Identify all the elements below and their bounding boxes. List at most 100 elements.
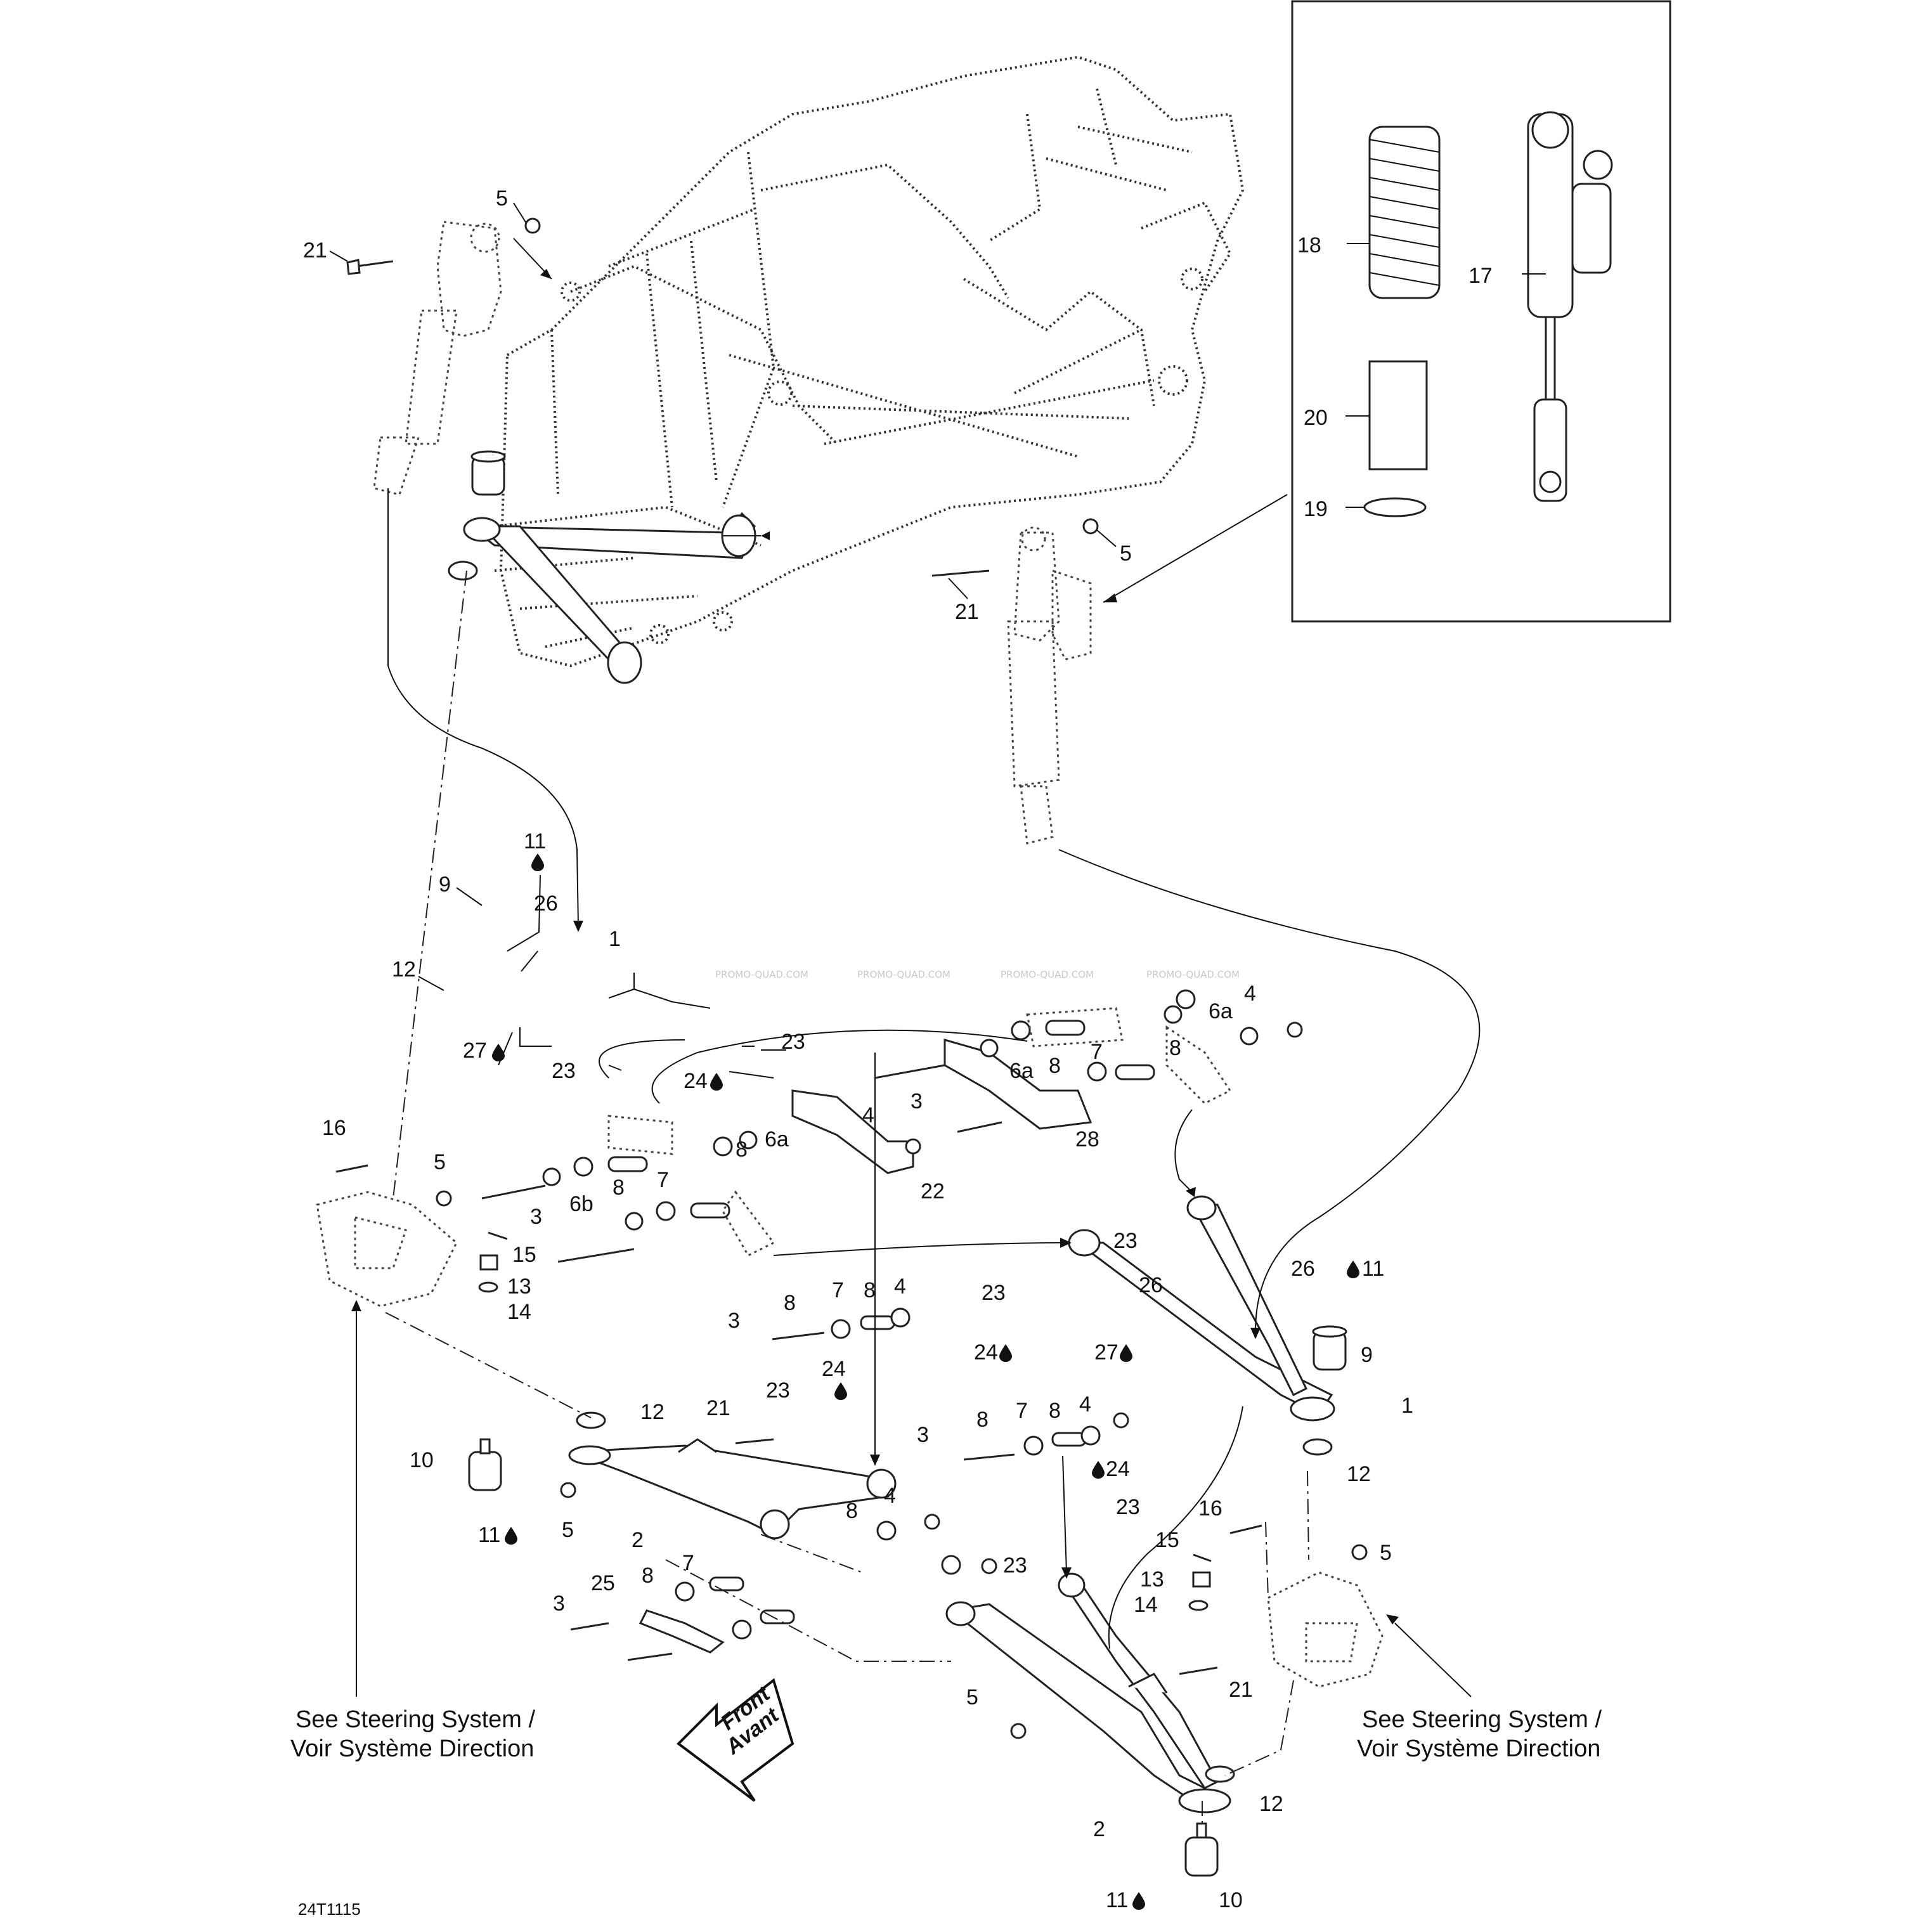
figure-code: 24T1115 — [298, 1900, 361, 1919]
vehicle-frame — [494, 55, 1245, 668]
callout-c84: 12 — [1259, 1792, 1283, 1816]
watermark-3: PROMO-QUAD.COM — [1001, 969, 1094, 980]
lower-a-arm-left — [568, 1438, 897, 1540]
callout-c24: 3 — [911, 1089, 923, 1113]
callout-c29: 22 — [921, 1179, 945, 1203]
callout-c41: 26 — [1139, 1273, 1163, 1297]
bracket-22 — [791, 1089, 914, 1174]
callout-c86: 10 — [1219, 1888, 1243, 1912]
callout-c01: 5 — [496, 186, 508, 211]
callout-c38: 14 — [507, 1300, 531, 1324]
callout-c76: 16 — [1198, 1496, 1222, 1520]
callout-c15: 23 — [781, 1030, 805, 1054]
upper-a-arm-right — [1068, 1195, 1335, 1422]
callout-c31: 8 — [613, 1176, 625, 1200]
callout-c82: 5 — [966, 1685, 978, 1709]
callout-c42: 11 — [1362, 1257, 1384, 1281]
callout-c48: 12 — [1347, 1462, 1371, 1486]
callout-c50: 7 — [832, 1278, 844, 1302]
bolt-16-right — [1229, 1524, 1262, 1534]
callout-c18: 6a — [1209, 999, 1233, 1023]
callout-c70: 7 — [1016, 1399, 1028, 1423]
bushings-7-8-upper — [573, 989, 1196, 1221]
callout-c69: 8 — [976, 1408, 989, 1432]
callout-c73: 3 — [917, 1423, 929, 1447]
upper-a-arm-left — [463, 512, 756, 684]
spring-18 — [1368, 126, 1441, 299]
castle-nut-13-left — [479, 1254, 498, 1271]
shock-absorber-left — [373, 221, 502, 496]
bolt-21-left-shock — [356, 260, 394, 268]
callout-c08: 21 — [955, 600, 979, 624]
callout-c78: 13 — [1140, 1567, 1164, 1592]
callout-c28: 8 — [736, 1138, 748, 1162]
bolt-21-left-lower — [735, 1438, 774, 1444]
steering-note-right-fr: Voir Système Direction — [1357, 1735, 1600, 1762]
callout-c23: 6a — [1009, 1059, 1034, 1083]
callout-c77: 15 — [1155, 1528, 1179, 1552]
bracket-28 — [943, 1039, 1092, 1130]
steering-note-right: See Steering System / — [1362, 1706, 1602, 1733]
callout-c03: 18 — [1297, 233, 1321, 257]
callout-c66: 25 — [591, 1571, 615, 1595]
callout-c62: 4 — [884, 1484, 896, 1508]
callout-c59: 11 — [478, 1523, 500, 1547]
ball-joint-10-left — [468, 1438, 502, 1491]
ball-joint-9-right — [1312, 1325, 1347, 1371]
callout-c22: 8 — [1049, 1054, 1061, 1078]
callout-c74: 24 — [1106, 1457, 1130, 1481]
circlip-12-right-upper — [1302, 1438, 1333, 1456]
inset-box — [1291, 0, 1671, 623]
nut-5-center-shock — [1082, 518, 1099, 535]
ball-joint-10-right — [1184, 1822, 1219, 1877]
circlip-12-left-upper — [448, 561, 478, 581]
dash-dot-alignment-lines — [385, 570, 1309, 1826]
washer-14-right — [1188, 1600, 1209, 1611]
callout-c10: 9 — [439, 872, 451, 897]
callout-c13: 12 — [392, 957, 416, 982]
callout-c72: 4 — [1079, 1392, 1091, 1417]
callout-c25: 28 — [1075, 1127, 1099, 1151]
callout-c79: 14 — [1134, 1593, 1158, 1617]
grease-drop-icon — [710, 1073, 723, 1091]
callout-c52: 4 — [894, 1274, 906, 1299]
callout-c05: 20 — [1304, 406, 1328, 430]
grease-drop-icon — [999, 1344, 1012, 1362]
steering-arrow-right — [1394, 1623, 1472, 1697]
grease-drop-icon — [1120, 1344, 1132, 1362]
callout-c37: 13 — [507, 1274, 531, 1299]
circlip-12-left-lower — [576, 1411, 606, 1429]
grease-drop-icon — [834, 1382, 847, 1400]
spring-seat-19 — [1363, 497, 1427, 517]
grease-drop-icon — [1347, 1261, 1359, 1278]
callout-c26: 4 — [862, 1103, 874, 1127]
steering-note-left: See Steering System / — [295, 1706, 536, 1733]
callout-c36: 15 — [512, 1243, 536, 1267]
lower-a-arm-right — [945, 1572, 1231, 1813]
bolt-head-21-left — [346, 259, 361, 275]
callout-labels: 5 21 18 17 20 19 5 21 11 9 26 1 12 27 23… — [303, 186, 1493, 1912]
nut-5-right-lower — [1010, 1723, 1027, 1739]
callout-c43: 23 — [982, 1281, 1006, 1305]
callout-c64: 7 — [682, 1551, 694, 1575]
washer-14-left — [478, 1281, 498, 1293]
nut-5-left-knuckle — [436, 1190, 452, 1207]
watermark-4: PROMO-QUAD.COM — [1146, 969, 1240, 980]
callout-c85: 11 — [1106, 1888, 1128, 1912]
callout-c58: 10 — [410, 1448, 434, 1472]
grease-drop-icon — [531, 853, 544, 871]
callout-c14: 27 — [463, 1039, 487, 1063]
callout-c09: 11 — [524, 829, 546, 853]
callout-c71: 8 — [1049, 1399, 1061, 1423]
callout-c19: 4 — [1244, 982, 1256, 1006]
bolt-16-left — [335, 1164, 368, 1173]
nut-5-left-lower — [560, 1482, 576, 1498]
callout-c47: 1 — [1401, 1394, 1413, 1418]
bump-stop-20 — [1368, 360, 1428, 470]
steering-knuckle-right — [1267, 1571, 1384, 1688]
callout-c81: 21 — [1229, 1678, 1253, 1702]
lower-hardware — [570, 1307, 1129, 1661]
grease-drop-icon — [1132, 1892, 1145, 1910]
callout-c32: 6b — [569, 1192, 593, 1216]
steering-knuckle-left — [316, 1191, 458, 1307]
